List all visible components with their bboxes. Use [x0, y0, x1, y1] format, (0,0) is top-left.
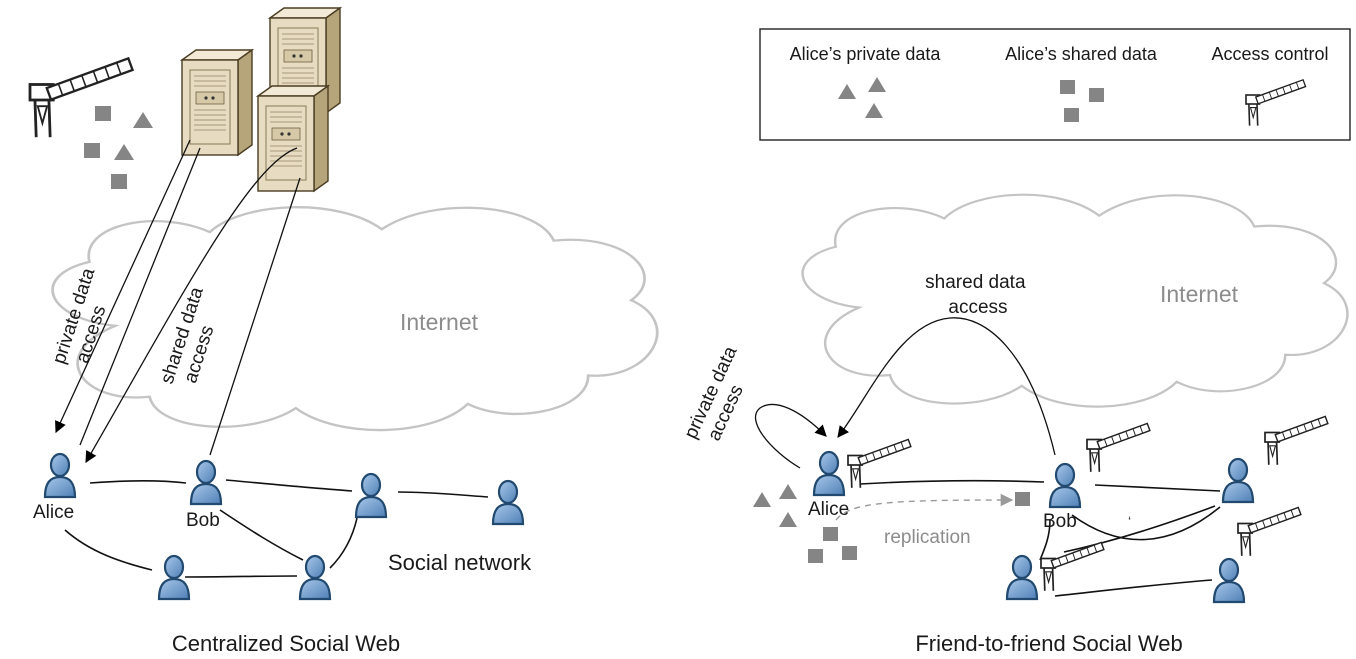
alice-private-data — [753, 484, 797, 527]
social-edges — [64, 479, 489, 578]
right-caption: Friend-to-friend Social Web — [915, 631, 1182, 656]
legend-shared-label: Alice’s shared data — [1005, 44, 1158, 64]
access-control-icon — [1264, 415, 1329, 466]
replication-arrow — [835, 493, 1014, 521]
stray-mark: ‘ — [1128, 513, 1131, 529]
internet-label: Internet — [1160, 281, 1239, 307]
social-network-label: Social network — [388, 550, 532, 575]
access-control-icon — [847, 438, 912, 489]
internet-label: Internet — [400, 309, 479, 335]
shared-access-label: shared data access — [925, 272, 1031, 318]
legend-shared-markers — [1060, 80, 1104, 122]
data-markers — [84, 106, 153, 189]
user-icon — [298, 554, 332, 601]
left-caption: Centralized Social Web — [172, 631, 400, 656]
access-arrows — [754, 317, 1056, 469]
user-icon — [491, 479, 525, 526]
legend-private-label: Alice’s private data — [790, 44, 942, 64]
user-icon — [1221, 457, 1255, 504]
internet-cloud — [801, 193, 1349, 408]
access-control-icon — [1086, 422, 1151, 473]
server-icon — [181, 49, 253, 156]
alice-label: Alice — [33, 502, 74, 523]
bob-label: Bob — [186, 510, 220, 531]
access-arrows — [55, 139, 301, 464]
access-control-icon — [28, 56, 134, 139]
access-control-icon — [1237, 506, 1302, 557]
right-panel: Internet shared data access private data… — [680, 193, 1349, 656]
user-icon — [1005, 554, 1039, 601]
replicated-data-marker — [1015, 492, 1030, 506]
user-icon — [1212, 557, 1246, 604]
alice-shared-data — [808, 527, 857, 563]
user-icon — [354, 472, 388, 519]
legend-access-label: Access control — [1211, 44, 1328, 64]
bob-label: Bob — [1043, 511, 1077, 532]
legend-private-markers — [838, 77, 886, 118]
server-icon — [257, 85, 329, 192]
social-edges — [859, 479, 1221, 597]
user-icon-bob — [1048, 462, 1082, 509]
private-access-label: private data access — [680, 338, 763, 451]
user-icon-alice — [43, 452, 77, 499]
user-icon-alice — [812, 450, 846, 497]
left-panel: Internet private data access shared data — [28, 7, 659, 656]
alice-label: Alice — [808, 499, 849, 520]
user-icon-bob — [189, 459, 223, 506]
user-icon — [157, 554, 191, 601]
replication-label: replication — [884, 527, 971, 548]
legend: Alice’s private data Alice’s shared data… — [759, 28, 1351, 141]
